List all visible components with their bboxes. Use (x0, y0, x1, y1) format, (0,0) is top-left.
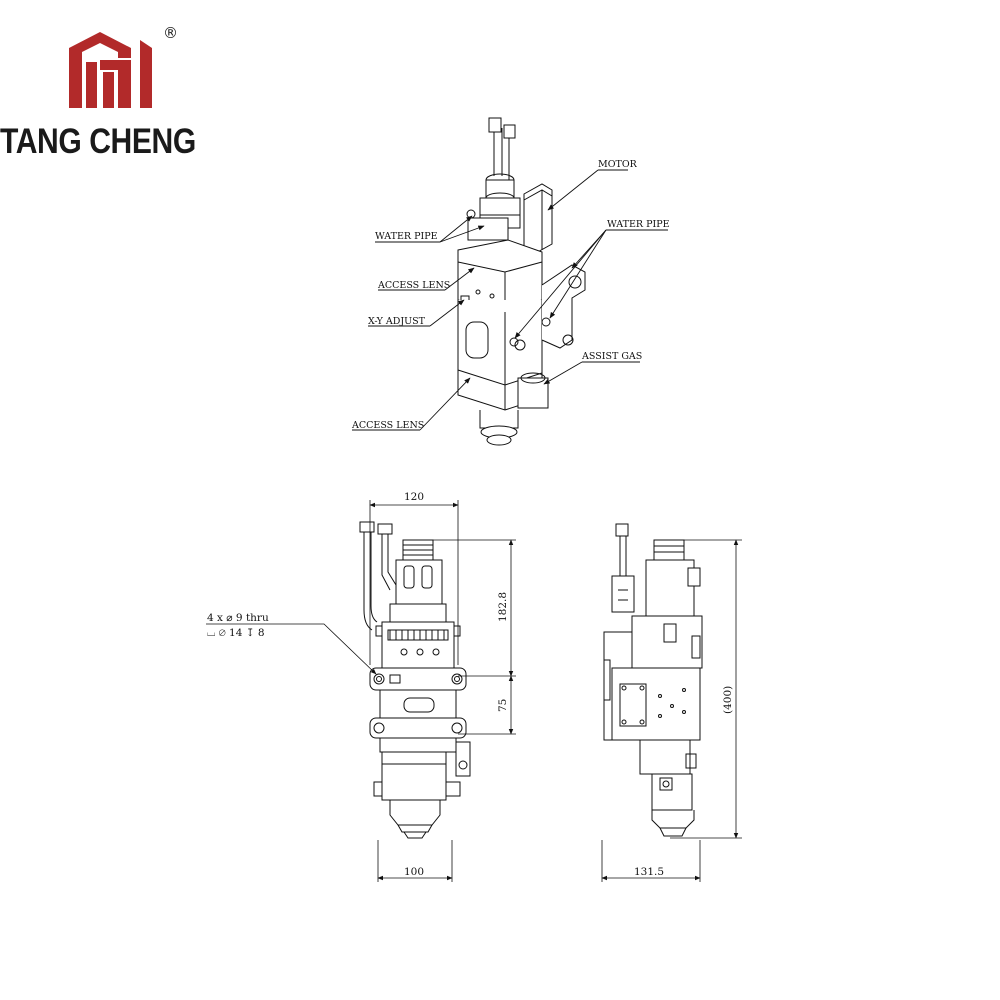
registered-mark: ® (163, 24, 178, 42)
callout-leaders (352, 169, 668, 431)
dim-front-width-bottom: 100 (404, 866, 424, 878)
dim-side-width: 131.5 (634, 866, 664, 878)
callout-water-pipe-right: WATER PIPE (607, 219, 670, 230)
callout-xy-adjust: X-Y ADJUST (368, 316, 426, 327)
hole-note-line1: 4 x ⌀ 9 thru (207, 612, 269, 624)
callout-motor: MOTOR (598, 159, 638, 170)
hole-note-line2: ⌴ ⌀ 14 ↧ 8 (207, 627, 265, 639)
callout-water-pipe-left: WATER PIPE (375, 231, 438, 242)
front-dimension-lines (206, 500, 516, 882)
dim-front-height-upper: 182.8 (497, 592, 509, 622)
callout-access-lens-bottom: ACCESS LENS (351, 420, 424, 431)
dim-front-height-lower: 75 (497, 699, 509, 712)
callout-access-lens-top: ACCESS LENS (377, 280, 450, 291)
dim-side-height: (400) (722, 686, 734, 714)
callout-assist-gas: ASSIST GAS (581, 351, 642, 362)
front-view (359, 521, 471, 839)
isometric-view (457, 117, 586, 446)
tang-cheng-logo-icon (69, 32, 152, 108)
side-view (603, 523, 703, 837)
side-dimension-lines (601, 539, 742, 882)
brand-name: TANG CHENG (0, 122, 196, 161)
dim-front-width-top: 120 (404, 491, 424, 503)
